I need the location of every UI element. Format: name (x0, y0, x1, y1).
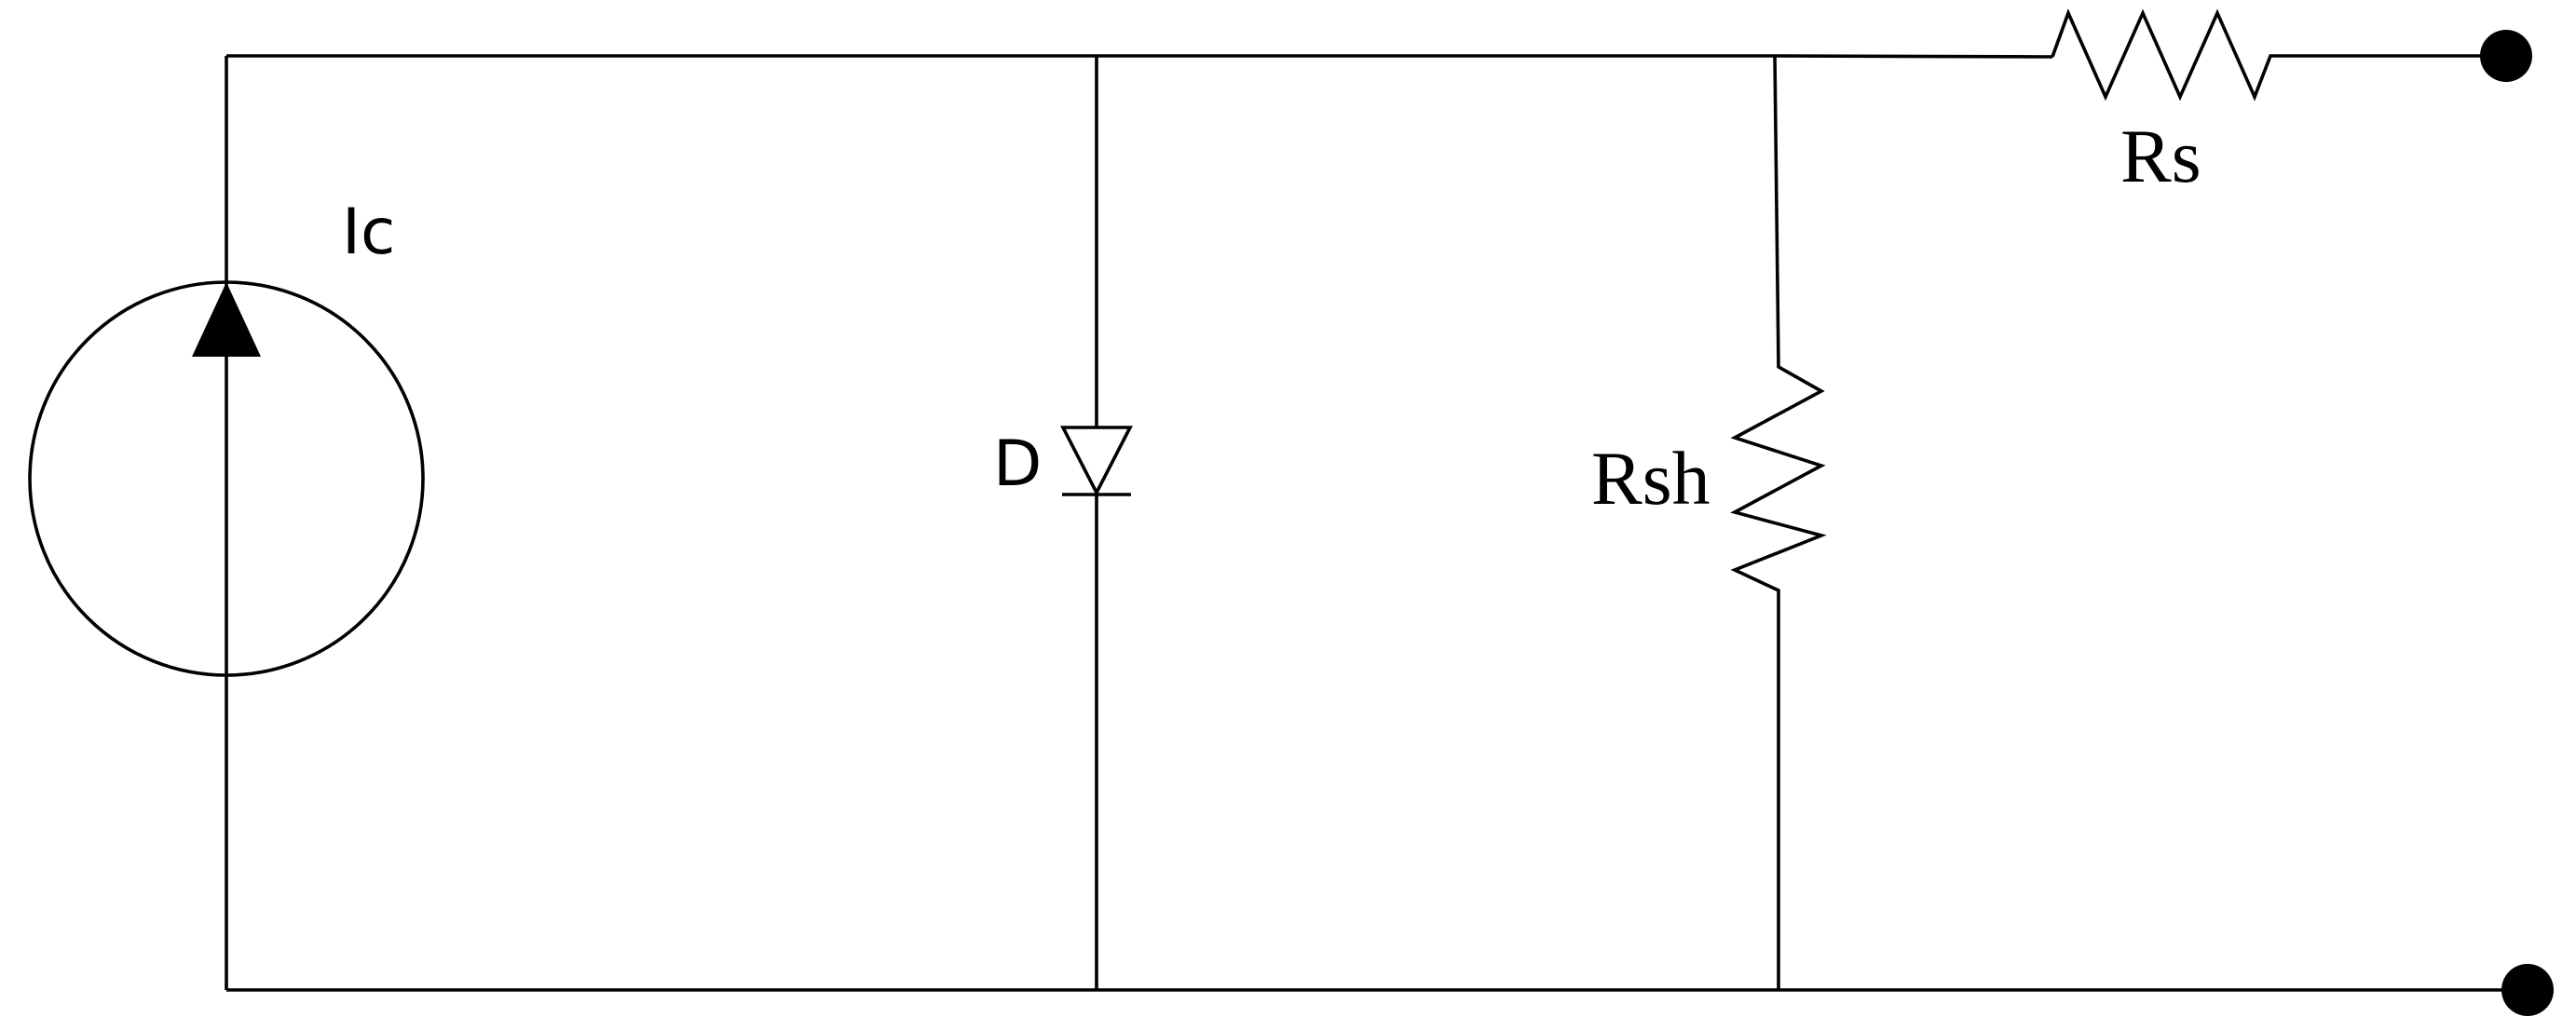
top-terminal (2480, 30, 2532, 82)
shunt-resistor-label: Rsh (1591, 436, 1711, 521)
bottom-terminal (2501, 964, 2554, 1016)
top-wire (226, 54, 2053, 59)
series-resistor-label: Rs (2120, 114, 2201, 198)
diode-triangle (1060, 426, 1133, 496)
diode-label: D (993, 427, 1042, 501)
series-resistor (2051, 8, 2506, 102)
shunt-resistor-branch (1730, 55, 1827, 990)
current-source-label: Ic (342, 196, 395, 269)
current-source-arrow-icon (192, 282, 261, 357)
